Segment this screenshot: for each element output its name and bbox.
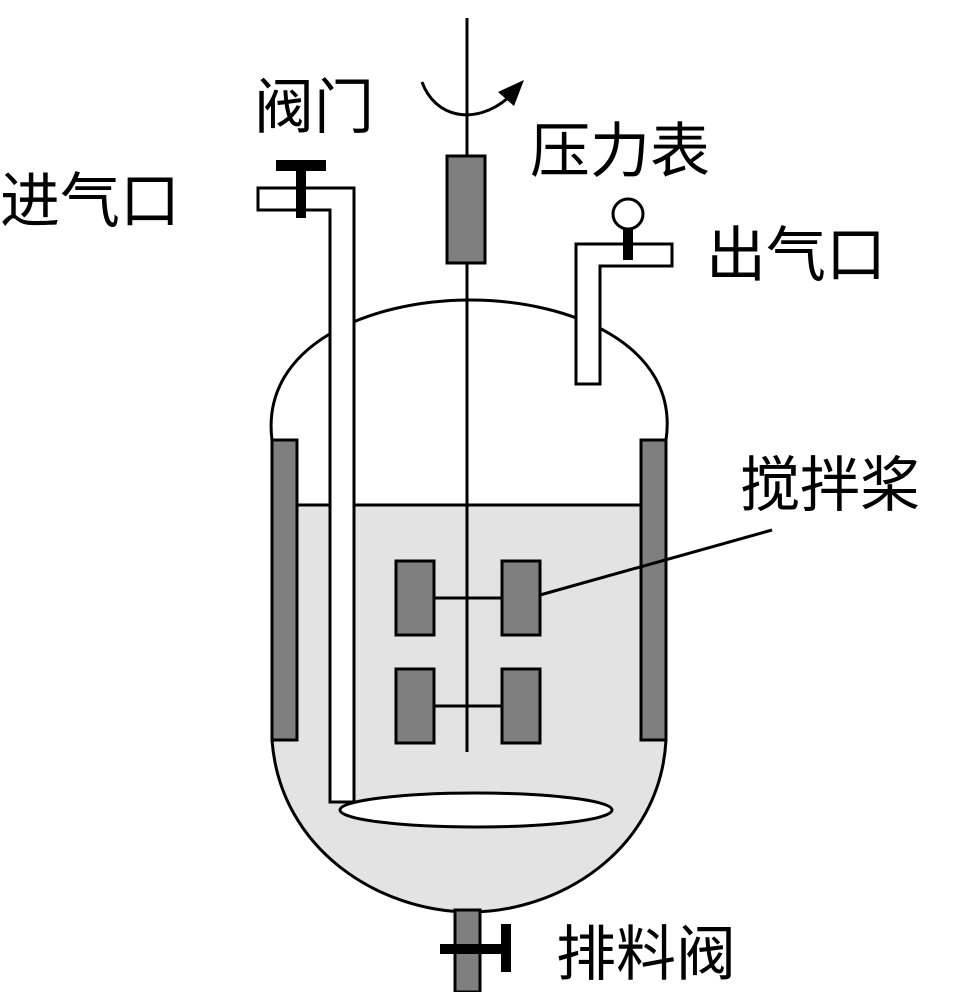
outlet-pipe — [574, 242, 674, 386]
right-jacket — [639, 438, 668, 742]
discharge-valve-label: 排料阀 — [556, 920, 736, 990]
paddle-blade — [394, 667, 436, 745]
valve-label: 阀门 — [254, 73, 374, 143]
shaft-motor — [445, 154, 487, 265]
pressure-gauge-label: 压力表 — [530, 117, 710, 187]
paddle-blade — [500, 667, 542, 745]
left-jacket — [270, 438, 299, 742]
discharge-valve-stem — [440, 944, 506, 954]
pressure-gauge-dial — [611, 197, 645, 231]
gas-inlet-label: 进气口 — [0, 167, 180, 237]
gas-outlet-label: 出气口 — [706, 221, 886, 291]
inlet-pipe — [256, 186, 356, 804]
paddle-blade — [394, 559, 436, 637]
gas-sparger — [338, 791, 614, 829]
valve-handle-stem — [296, 160, 306, 218]
stirring-paddle-label: 搅拌桨 — [740, 451, 920, 521]
paddle-leader-line — [539, 528, 773, 597]
discharge-valve-bar — [501, 924, 511, 972]
rotation-arrowhead — [498, 80, 524, 106]
paddle-blade — [500, 559, 542, 637]
rotation-arrow — [420, 81, 509, 117]
